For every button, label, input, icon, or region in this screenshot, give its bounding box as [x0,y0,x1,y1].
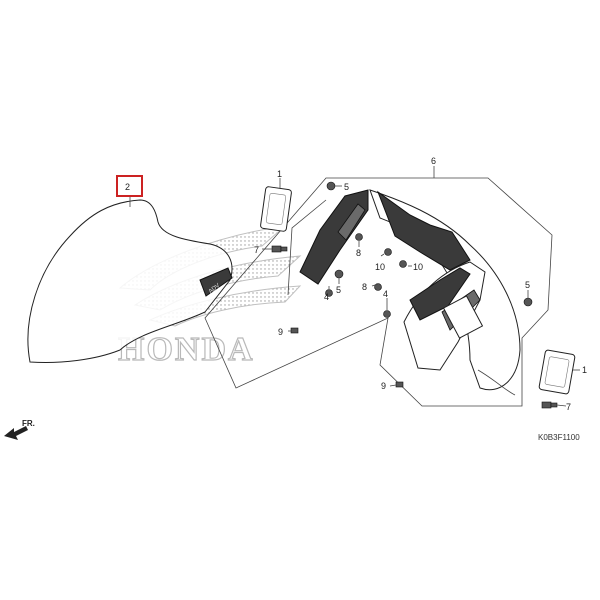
front-cowl-assembly-part-6[interactable] [369,189,521,396]
washer-4-left[interactable] [325,289,333,297]
callout-4-right: 4 [383,289,388,299]
pad-part-1-left[interactable] [260,186,292,232]
callout-5-right: 5 [525,280,530,290]
callout-4-left: 4 [324,292,329,302]
nut-8-top[interactable] [355,233,363,241]
inner-bracket-panel[interactable] [299,189,369,285]
screw-9-right[interactable] [395,381,404,388]
adv-emblem [199,267,233,297]
callout-9-right: 9 [381,381,386,391]
windscreen-part-2[interactable]: ADV [27,199,233,363]
front-direction-arrow: FR. [4,419,35,440]
pad-part-1-right[interactable] [538,349,576,395]
right-pad-slot [442,295,484,339]
subgroup-outline [287,199,327,296]
callout-6: 6 [431,156,436,166]
direction-label: FR. [22,419,35,428]
assembly-outline-6 [204,177,553,407]
diagram-code: K0B3F1100 [538,433,580,442]
screw-10-b[interactable] [399,260,407,268]
fastener-bolt-7-right[interactable] [541,401,558,409]
screw-10-a[interactable] [384,248,392,256]
callout-10-a: 10 [375,262,385,272]
leader-lines [262,166,580,407]
nut-8-mid[interactable] [374,283,382,291]
washer-4-right[interactable] [383,310,391,318]
callout-10-b: 10 [413,262,423,272]
callout-8-mid: 8 [362,282,367,292]
callout-1-left: 1 [277,169,282,179]
callout-8-top: 8 [356,248,361,258]
screw-9-left[interactable] [290,327,299,334]
clip-5-right[interactable] [523,297,533,307]
clip-5-top[interactable] [326,181,336,191]
clip-5-mid[interactable] [334,269,344,279]
callout-7-right: 7 [566,402,571,412]
part-2-highlight-box [116,175,143,197]
callout-5-top: 5 [344,182,349,192]
callout-9-left: 9 [278,327,283,337]
callout-2: 2 [125,182,130,192]
callout-7-left: 7 [254,245,259,255]
callout-1-right: 1 [582,365,587,375]
fastener-bolt-7-left[interactable] [271,245,288,253]
callout-5-mid: 5 [336,285,341,295]
